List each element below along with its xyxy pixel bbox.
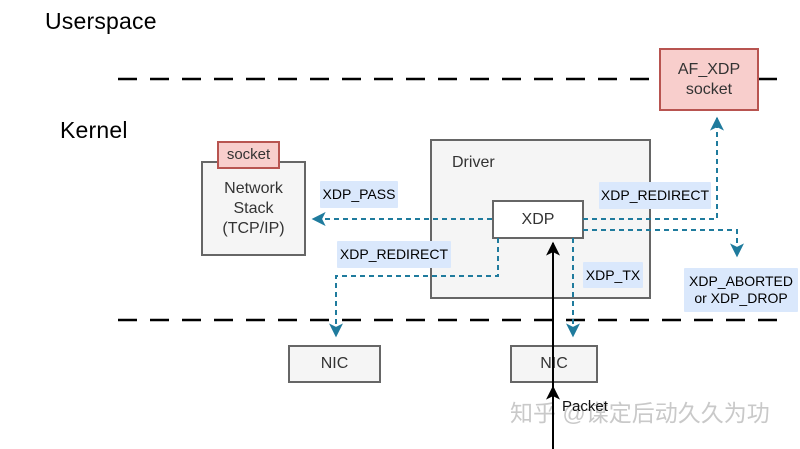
af-xdp-line1: AF_XDP xyxy=(677,60,741,78)
xdp-box: XDP xyxy=(492,200,584,239)
socket-badge-label: socket xyxy=(226,145,271,163)
xdp-redirect-left-label: XDP_REDIRECT xyxy=(337,241,451,268)
kernel-label: Kernel xyxy=(60,117,128,143)
af-xdp-socket-box: AF_XDP socket xyxy=(659,48,759,111)
xdp-label: XDP xyxy=(521,210,555,228)
xdp-aborted-line2: or XDP_DROP xyxy=(694,290,788,306)
xdp-redirect-to-af-xdp-arrow xyxy=(583,116,724,220)
socket-badge: socket xyxy=(217,141,280,169)
xdp-aborted-drop-arrow xyxy=(583,229,744,258)
driver-label: Driver xyxy=(452,154,495,171)
xdp-redirect-right-label: XDP_REDIRECT xyxy=(599,182,711,209)
xdp-redirect-to-nic-arrow xyxy=(329,238,499,338)
userspace-label: Userspace xyxy=(45,8,157,34)
network-stack-line3: (TCP/IP) xyxy=(222,219,285,237)
xdp-aborted-line1: XDP_ABORTED xyxy=(689,273,793,290)
af-xdp-line2: socket xyxy=(685,80,733,98)
network-stack-line2: Stack xyxy=(233,199,274,217)
packet-label: Packet xyxy=(562,398,608,415)
nic-left-label: NIC xyxy=(320,355,349,372)
xdp-pass-label: XDP_PASS xyxy=(320,181,398,208)
nic-left-box: NIC xyxy=(288,345,381,383)
xdp-tx-label: XDP_TX xyxy=(583,262,643,288)
xdp-aborted-label: XDP_ABORTED or XDP_DROP xyxy=(684,268,798,312)
network-stack-line1: Network xyxy=(224,179,283,197)
